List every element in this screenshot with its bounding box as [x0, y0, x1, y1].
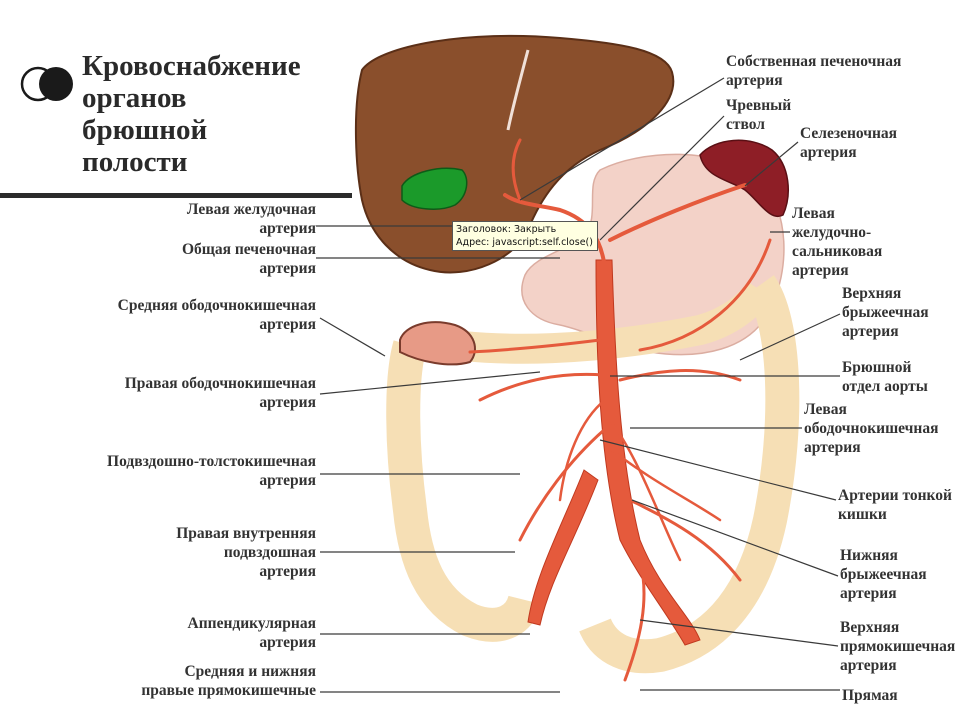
iliac-vessel [527, 469, 599, 626]
label-middle-colic: Средняя ободочнокишечная артерия [117, 297, 316, 333]
label-inferior-mesenteric: Нижняя брыжеечная артерия [840, 547, 927, 602]
label-rectum: Прямая [842, 687, 898, 704]
celiac-branch [503, 193, 606, 264]
spleen [699, 139, 789, 218]
label-splenic: Селезеночная артерия [800, 125, 898, 161]
label-abdominal-aorta: Брюшной отдел аорты [842, 359, 928, 395]
tooltip-title: Заголовок: Закрыть [456, 224, 557, 235]
leader-celiac-trunk [599, 115, 725, 241]
label-right-colic: Правая ободочнокишечная артерия [124, 375, 316, 411]
jejunal-branch-2 [610, 448, 722, 522]
right-colic-branch [478, 372, 606, 402]
logo-mark [20, 66, 73, 102]
link-tooltip: Заголовок: Закрыть Адрес: javascript:sel… [452, 221, 598, 251]
leader-proper-hepatic [519, 77, 725, 201]
label-common-hepatic: Общая печеночная артерия [181, 241, 316, 277]
gallbladder [401, 167, 468, 210]
label-left-colic: Левая ободочнокишечная артерия [804, 401, 939, 456]
page-title: Кровоснабжение органов брюшной полости [82, 50, 301, 178]
tooltip-address: Адрес: javascript:self.close() [456, 237, 593, 248]
leader-small-intestine-arteries [599, 439, 837, 501]
jejunal-branch-3 [558, 398, 607, 502]
label-left-gastric: Левая желудочная артерия [186, 201, 316, 237]
label-proper-hepatic: Собственная печеночная артерия [726, 53, 902, 89]
artery-branches [468, 138, 772, 682]
leader-superior-mesenteric [739, 313, 841, 361]
label-right-internal-iliac: Правая внутренняя подвздошная артерия [176, 525, 316, 580]
splenic-branch [608, 183, 747, 242]
label-middle-inferior-rectal: Средняя и нижняя правые прямокишечные [141, 663, 316, 699]
ileocolic-branch [518, 428, 606, 542]
hepatic-branch [511, 138, 522, 202]
label-ileocolic: Подвздошно-толстокишечная артерия [107, 453, 316, 489]
label-superior-mesenteric: Верхняя брыжеечная артерия [842, 285, 929, 340]
gastroepiploic-branch [638, 238, 772, 352]
colon-transverse [417, 281, 773, 364]
left-colic-branch [618, 369, 742, 382]
leader-splenic [744, 141, 799, 187]
label-small-intestine-arteries: Артерии тонкой кишки [838, 487, 952, 523]
inferior-mesenteric-branch [628, 498, 742, 582]
middle-colic-branch [468, 338, 602, 354]
label-celiac-trunk: Чревный ствол [726, 97, 792, 133]
title-divider [0, 193, 352, 198]
hepatic-flexure [399, 321, 476, 366]
leader-middle-colic [319, 317, 386, 357]
leader-right-colic [319, 371, 541, 395]
leader-lines [316, 77, 841, 693]
label-appendicular: Аппендикулярная артерия [187, 615, 316, 651]
label-superior-rectal: Верхняя прямокишечная артерия [840, 619, 956, 674]
jejunal-branch-1 [608, 418, 682, 562]
liver-fissure [506, 49, 530, 131]
label-left-gastroepiploic: Левая желудочно-сальниковая артерия [792, 205, 883, 279]
leader-superior-rectal [639, 619, 839, 647]
leader-inferior-mesenteric [631, 499, 839, 577]
